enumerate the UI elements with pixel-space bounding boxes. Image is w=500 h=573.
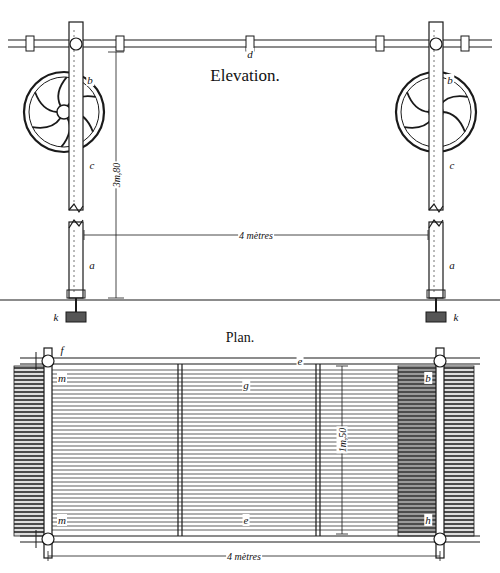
callout-letter: k [53, 311, 60, 323]
dimension-label: 1m,50 [337, 427, 348, 454]
view-title: Plan. [225, 330, 255, 345]
callout-letter: b [424, 372, 432, 384]
callout-letter: m [57, 372, 67, 384]
callout-letter: k [453, 311, 460, 323]
vertical-pipe [426, 22, 446, 322]
ground-line [0, 300, 500, 301]
callout-letter: b [86, 74, 94, 86]
callout-letter: c [89, 159, 96, 171]
callout-letter: m [57, 514, 67, 526]
callout-letter: c [449, 159, 456, 171]
callout-letter: b [446, 74, 454, 86]
vertical-pipe [66, 22, 86, 322]
callout-letter: a [88, 259, 96, 271]
callout-letter: d [246, 48, 254, 60]
callout-letter: f [59, 344, 64, 356]
dimension-lines [84, 52, 428, 298]
rope-strips [48, 370, 440, 530]
view-title: Elevation. [209, 67, 280, 86]
dimension-lines [48, 366, 440, 561]
dimension-label: 4 mètres [226, 551, 262, 562]
callout-letter: e [297, 355, 304, 367]
callout-letter: a [448, 259, 456, 271]
dimension-label: 4 mètres [238, 230, 274, 241]
cloth-bundle [14, 366, 48, 536]
callout-letter: h [424, 514, 432, 526]
callout-letter: e [243, 514, 250, 526]
wheel [24, 72, 104, 152]
callout-letter: g [242, 379, 250, 391]
plan-frame [20, 348, 480, 558]
dimension-label: 3m,80 [111, 162, 122, 189]
